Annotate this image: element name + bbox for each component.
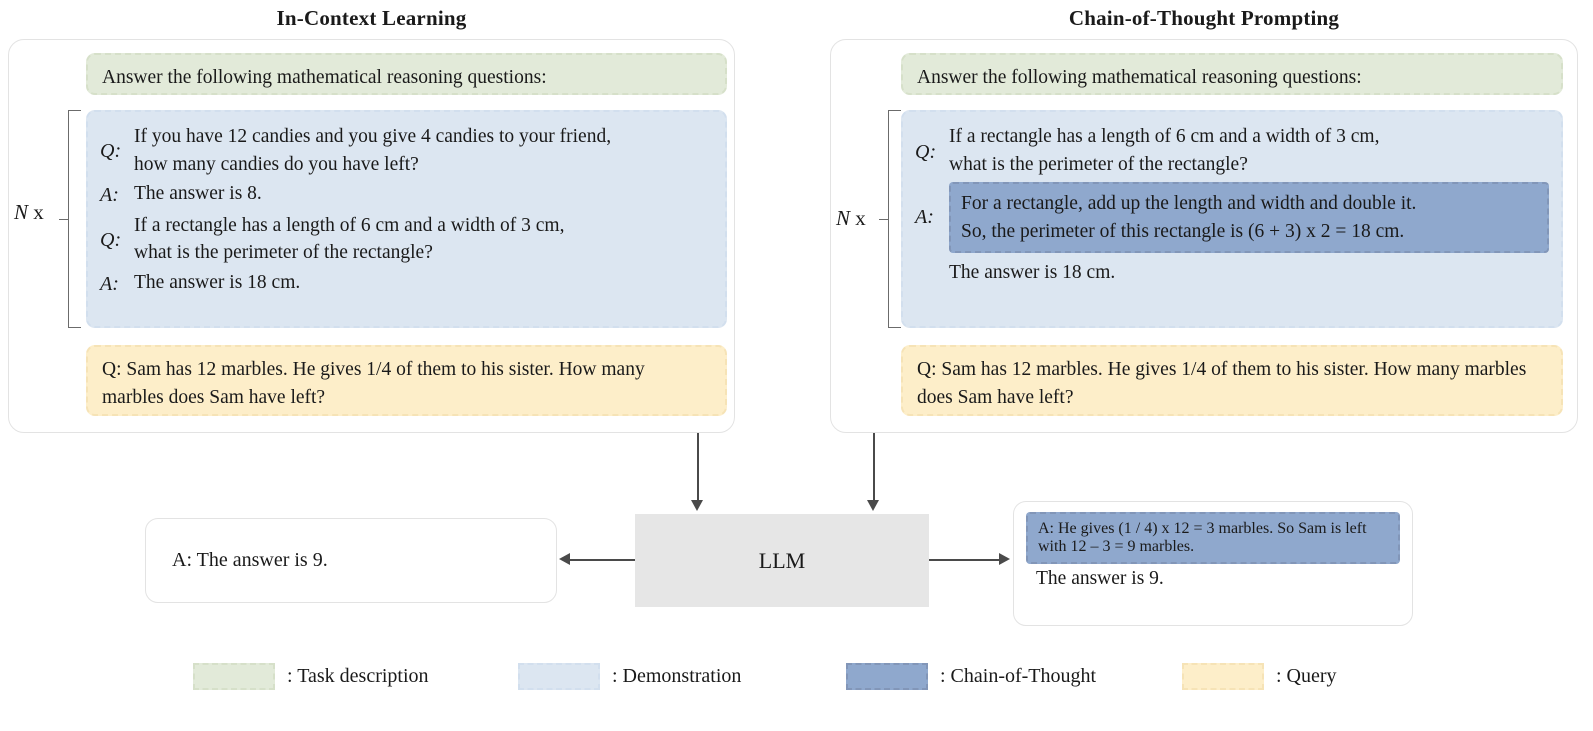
demo-text-left-2: If a rectangle has a length of 6 cm and … [134, 212, 713, 267]
query-line: How many marbles does Sam have left? [917, 359, 1527, 408]
repeat-label-right: N x [836, 206, 866, 231]
cot-line: A: He gives (1 / 4) x 12 = 3 marbles. [1038, 520, 1274, 537]
demo-answer-tail-right: The answer is 18 cm. [949, 262, 1116, 284]
legend-swatch-task-description [193, 662, 275, 690]
query-line: How many marbles does Sam have left? [102, 359, 645, 408]
arrow-llm-to-left-output-head [559, 553, 570, 565]
demonstration-block-right: Q: If a rectangle has a length of 6 cm a… [901, 110, 1563, 328]
demo-row-right-answer: A: For a rectangle, add up the length an… [915, 182, 1549, 287]
arrow-llm-to-left-output-line [570, 559, 635, 561]
arrow-llm-to-right-output-line [929, 559, 999, 561]
demo-text-left-0: If you have 12 candies and you give 4 ca… [134, 123, 713, 178]
demo-line: The answer is 18 cm. [134, 272, 301, 294]
legend-swatch-query [1182, 662, 1264, 690]
demo-line: If you have 12 candies and you give 4 ca… [134, 126, 612, 147]
panel-title-chain-of-thought-prompting: Chain-of-Thought Prompting [1068, 6, 1340, 30]
legend-item-chain-of-thought: : Chain-of-Thought [846, 662, 1097, 690]
repeat-bracket-left [68, 110, 81, 328]
repeat-bracket-tick-left [59, 219, 68, 220]
arrow-right-panel-to-llm-head [867, 500, 879, 511]
llm-box: LLM [635, 514, 929, 607]
arrow-left-panel-to-llm-head [691, 500, 703, 511]
arrow-right-panel-to-llm-line [873, 433, 875, 502]
llm-label: LLM [758, 547, 806, 573]
demo-line: If a rectangle has a length of 6 cm and … [949, 126, 1380, 147]
demo-line: The answer is 8. [134, 183, 262, 205]
demo-line: what is the perimeter of the rectangle? [949, 153, 1248, 175]
legend-label-chain-of-thought: : Chain-of-Thought [940, 664, 1097, 687]
demo-tag-left-3: A: [100, 273, 119, 296]
demo-line: how many candies do you have left? [134, 153, 419, 175]
legend-item-demonstration: : Demonstration [518, 662, 742, 690]
task-description-block-left: Answer the following mathematical reason… [86, 53, 727, 95]
output-tail-right: The answer is 9. [1036, 568, 1164, 589]
cot-line: So Sam is left with 12 – 3 = 9 marbles. [1038, 520, 1367, 555]
cot-line: So, the perimeter of this rectangle is (… [961, 220, 1405, 242]
demo-tag-left-2: Q: [100, 228, 122, 251]
legend-item-query: : Query [1182, 662, 1337, 690]
demo-line: If a rectangle has a length of 6 cm and … [134, 214, 565, 236]
demo-row-right-question: Q: If a rectangle has a length of 6 cm a… [915, 123, 1549, 180]
demonstration-block-left: Q: If you have 12 candies and you give 4… [86, 110, 727, 328]
query-block-right: Q: Sam has 12 marbles. He gives 1/4 of t… [901, 345, 1563, 416]
demo-text-left-1: The answer is 8. [134, 180, 713, 208]
task-description-block-right: Answer the following mathematical reason… [901, 53, 1563, 95]
demo-line: what is the perimeter of the rectangle? [134, 242, 433, 264]
repeat-label-left-n: N [14, 200, 29, 224]
legend-item-task-description: : Task description [193, 662, 429, 690]
legend-swatch-demonstration [518, 662, 600, 690]
demo-row-left-3: A: The answer is 18 cm. [100, 269, 713, 298]
demo-row-left-1: A: The answer is 8. [100, 180, 713, 209]
query-block-left: Q: Sam has 12 marbles. He gives 1/4 of t… [86, 345, 727, 416]
demo-text-right-question: If a rectangle has a length of 6 cm and … [949, 123, 1549, 178]
demo-text-right-answer: For a rectangle, add up the length and w… [949, 182, 1549, 287]
cot-line: For a rectangle, add up the length and w… [961, 193, 1417, 214]
demo-row-left-2: Q: If a rectangle has a length of 6 cm a… [100, 212, 713, 267]
legend-label-task-description: : Task description [287, 664, 429, 687]
output-text-left: A: The answer is 9. [172, 549, 328, 571]
query-line: Q: Sam has 12 marbles. He gives 1/4 of t… [917, 359, 1369, 380]
chain-of-thought-highlight-demo: For a rectangle, add up the length and w… [949, 182, 1549, 254]
output-box-standard-prompting: A: The answer is 9. [145, 518, 557, 603]
repeat-label-left-times: x [28, 200, 44, 224]
query-line: Q: Sam has 12 marbles. He gives 1/4 of t… [102, 359, 554, 380]
demo-tag-left-1: A: [100, 184, 119, 207]
repeat-label-left: N x [14, 200, 44, 225]
legend-label-demonstration: : Demonstration [612, 664, 742, 687]
repeat-label-right-n: N [836, 206, 851, 230]
legend-swatch-chain-of-thought [846, 662, 928, 690]
repeat-label-right-times: x [850, 206, 866, 230]
demo-row-left-0: Q: If you have 12 candies and you give 4… [100, 123, 713, 178]
arrow-left-panel-to-llm-line [697, 433, 699, 502]
arrow-llm-to-right-output-head [999, 553, 1010, 565]
demo-text-left-3: The answer is 18 cm. [134, 269, 713, 297]
chain-of-thought-highlight-output: A: He gives (1 / 4) x 12 = 3 marbles. So… [1026, 512, 1400, 564]
output-box-chain-of-thought: A: He gives (1 / 4) x 12 = 3 marbles. So… [1013, 501, 1413, 626]
demo-tag-left-0: Q: [100, 139, 122, 162]
panel-title-in-context-learning: In-Context Learning [276, 6, 467, 30]
repeat-bracket-tick-right [879, 219, 888, 220]
legend-label-query: : Query [1276, 664, 1337, 687]
demo-tag-right-answer: A: [915, 205, 934, 228]
demo-tag-right-question: Q: [915, 140, 937, 163]
repeat-bracket-right [888, 110, 901, 328]
